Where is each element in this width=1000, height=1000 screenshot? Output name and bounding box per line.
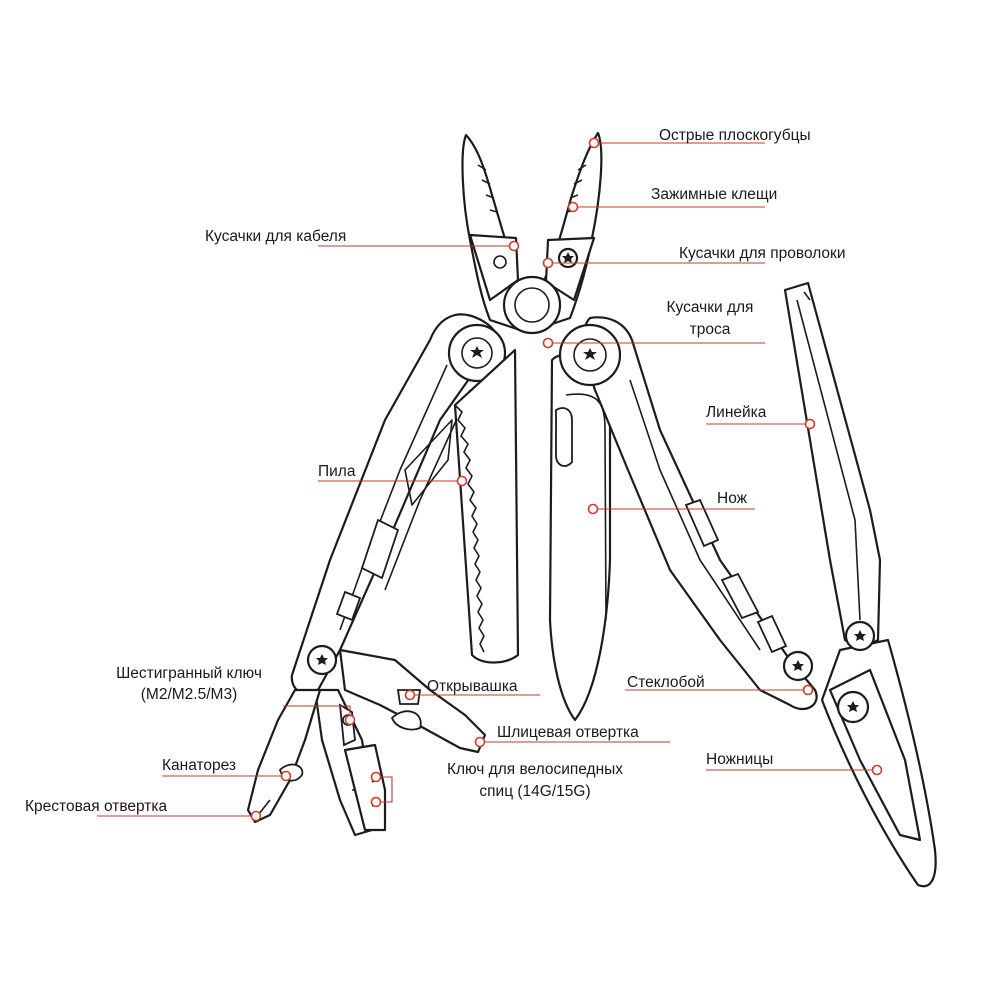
label-knife: Нож bbox=[717, 490, 748, 507]
label-saw: Пила bbox=[318, 463, 356, 480]
knife-blade bbox=[548, 352, 612, 722]
dot-hex-key bbox=[344, 714, 356, 726]
dot-bottle-opener bbox=[404, 689, 416, 701]
label-spoke-key: Ключ для велосипедных спиц (14G/15G) bbox=[420, 760, 650, 801]
label-ruler: Линейка bbox=[706, 404, 767, 421]
dot-wire-cutter bbox=[542, 257, 554, 269]
left-handle bbox=[290, 313, 507, 696]
dot-spoke-key-15g bbox=[370, 796, 382, 808]
dot-cable-cutter bbox=[508, 240, 520, 252]
label-phillips: Крестовая отвертка bbox=[25, 798, 168, 815]
dot-knife bbox=[587, 503, 599, 515]
label-hex-key: Шестигранный ключ (M2/M2.5/M3) bbox=[94, 664, 284, 704]
label-scissors: Ножницы bbox=[706, 751, 774, 768]
label-rope-cutter: Кусачки для троса bbox=[650, 298, 770, 339]
label-clamp-pliers: Зажимные клещи bbox=[651, 186, 778, 203]
label-wire-cutter: Кусачки для проволоки bbox=[679, 245, 846, 262]
dot-spoke-key-14g bbox=[370, 771, 382, 783]
dot-saw bbox=[456, 475, 468, 487]
label-cable-cutter: Кусачки для кабеля bbox=[205, 228, 347, 245]
label-sharp-pliers: Острые плоскогубцы bbox=[659, 127, 811, 144]
dot-rope-cutter-hook bbox=[280, 770, 292, 782]
saw-blade bbox=[404, 348, 520, 664]
right-handle bbox=[558, 316, 818, 711]
label-glass-breaker: Стеклобой bbox=[627, 674, 705, 691]
label-rope-cutter-hook: Канаторез bbox=[162, 757, 237, 774]
label-hex-key-line2: (M2/M2.5/M3) bbox=[140, 686, 238, 703]
dot-scissors bbox=[871, 764, 883, 776]
dot-flat-screwdriver bbox=[474, 736, 486, 748]
dot-clamp-pliers bbox=[567, 201, 579, 213]
label-spoke-key-line2: спиц (14G/15G) bbox=[479, 783, 591, 800]
pliers-head bbox=[461, 131, 603, 335]
callout-dots bbox=[250, 137, 883, 822]
scissors bbox=[820, 620, 937, 888]
lower-left-tools bbox=[246, 644, 487, 837]
label-rope-cutter-line1: Кусачки для bbox=[666, 299, 754, 316]
dot-rope-cutter bbox=[542, 337, 554, 349]
label-bottle-opener: Открывашка bbox=[427, 678, 518, 695]
label-spoke-key-line1: Ключ для велосипедных bbox=[446, 761, 624, 778]
label-hex-key-line1: Шестигранный ключ bbox=[116, 665, 262, 682]
dot-glass-breaker bbox=[802, 684, 814, 696]
dot-sharp-pliers bbox=[588, 137, 600, 149]
dot-phillips bbox=[250, 810, 262, 822]
label-flat-screwdriver: Шлицевая отвертка bbox=[497, 724, 639, 741]
dot-ruler bbox=[804, 418, 816, 430]
label-rope-cutter-line2: троса bbox=[689, 321, 731, 338]
ruler bbox=[783, 281, 882, 652]
leader-lines bbox=[97, 142, 877, 817]
